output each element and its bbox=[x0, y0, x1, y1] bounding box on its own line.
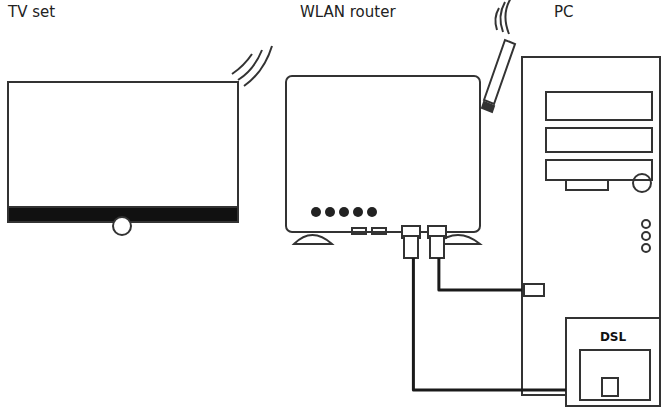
cable bbox=[439, 258, 522, 290]
tv-set: TV set bbox=[6, 0, 242, 240]
node-label: DSL bbox=[598, 330, 628, 344]
node-label: PC bbox=[552, 3, 576, 21]
pc-tower: PC bbox=[522, 0, 660, 395]
cable bbox=[413, 258, 566, 390]
node-label: TV set bbox=[6, 3, 57, 21]
wlan-router: WLAN router bbox=[286, 0, 482, 240]
node-label: WLAN router bbox=[298, 3, 398, 21]
dsl-socket: DSL bbox=[566, 318, 660, 406]
